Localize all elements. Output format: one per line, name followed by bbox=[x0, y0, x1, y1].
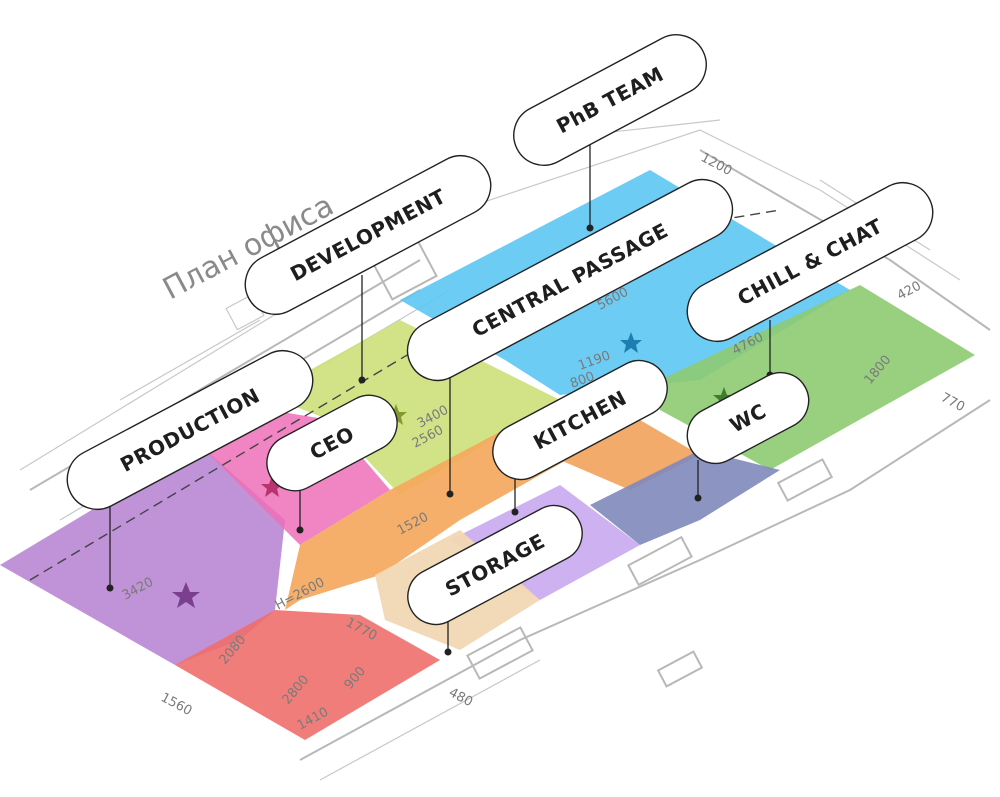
dim-480: 480 bbox=[446, 685, 475, 710]
label-ceo: CEO bbox=[266, 394, 398, 492]
zone-bottom-room bbox=[175, 610, 440, 740]
label-phb-team: PhB TEAM bbox=[513, 34, 707, 166]
zone-development bbox=[265, 320, 560, 495]
dim-420: 420 bbox=[895, 279, 924, 304]
dim-770: 770 bbox=[938, 390, 967, 415]
label-wc: WC bbox=[686, 371, 810, 465]
dim-1560: 1560 bbox=[158, 690, 194, 719]
zone-wc bbox=[590, 450, 780, 545]
dim-1200: 1200 bbox=[698, 150, 734, 179]
star-icon bbox=[620, 332, 642, 353]
zone-production bbox=[0, 445, 285, 665]
star-icon bbox=[261, 476, 283, 497]
star-icon bbox=[172, 582, 200, 608]
